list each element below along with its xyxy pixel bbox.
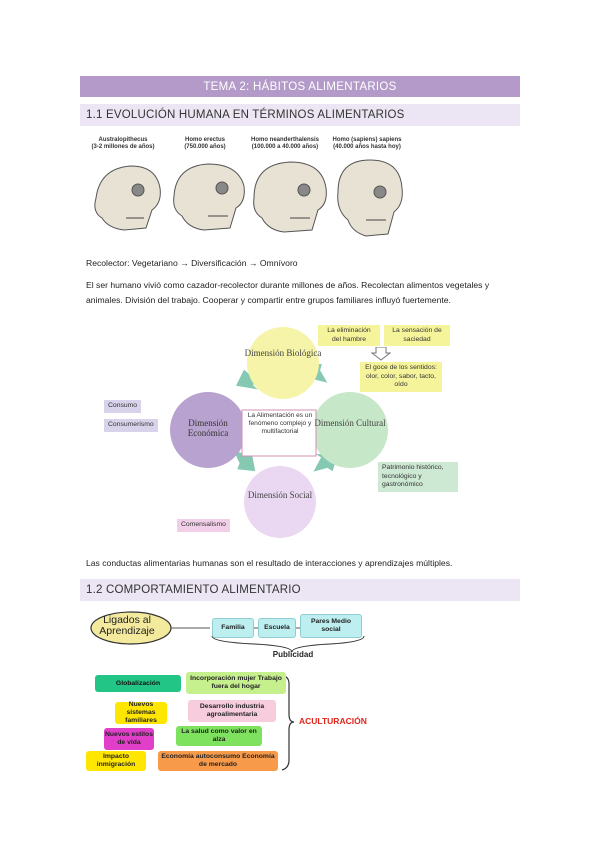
tag-patrimonio: Patrimonio histórico, tecnológico y gast… xyxy=(378,462,458,492)
section-2-heading: 1.2 COMPORTAMIENTO ALIMENTARIO xyxy=(80,579,520,601)
aculturacion-label: ACULTURACIÓN xyxy=(299,716,367,726)
skull-label-neanderthalensis: Homo neanderthalensis(100.000 a 40.000 a… xyxy=(250,137,319,150)
dim-social-label: Dimensión Social xyxy=(247,490,313,500)
box-escuela: Escuela xyxy=(258,618,296,638)
skull-label-australopithecus: Australopithecus(3-2 millones de años) xyxy=(91,137,155,150)
circle-economica xyxy=(170,392,246,468)
box-salud: La salud como valor en alza xyxy=(176,726,262,746)
evolution-paragraph: El ser humano vivió como cazador-recolec… xyxy=(86,280,490,305)
circle-social xyxy=(244,466,316,538)
tag-saciedad: La sensación de saciedad xyxy=(384,325,450,346)
tag-consumo: Consumo xyxy=(104,400,142,413)
conclusion-text: Las conductas alimentarias humanas son e… xyxy=(86,558,453,568)
tag-consumerismo: Consumerismo xyxy=(104,419,158,432)
skull-neanderthal-image xyxy=(253,161,327,233)
skull-label-sapiens: Homo (sapiens) sapiens(40.000 años hasta… xyxy=(332,137,402,150)
box-nuevos-sistemas: Nuevos sistemas familiares xyxy=(115,701,167,724)
aculturacion-brace xyxy=(281,675,295,771)
box-globalizacion: Globalización xyxy=(95,675,181,692)
box-desarrollo: Desarrollo industria agroalimentaria xyxy=(188,700,276,722)
topic-title: TEMA 2: HÁBITOS ALIMENTARIOS xyxy=(80,76,520,97)
down-arrow-icon xyxy=(370,346,392,361)
skull-label-homo-erectus: Homo erectus(750.000 años) xyxy=(184,137,226,150)
box-incorporacion: Incorporación mujer Trabajo fuera del ho… xyxy=(186,672,286,694)
publicidad-label: Publicidad xyxy=(272,650,314,659)
tag-hambre: La eliminación del hambre xyxy=(318,325,380,346)
behavior-diagram xyxy=(90,611,365,771)
tag-comensalismo: Comensalismo xyxy=(177,519,230,532)
box-impacto: Impacto inmigración xyxy=(86,751,146,771)
skull-australopithecus-image xyxy=(94,165,161,231)
center-box xyxy=(241,409,317,457)
box-economia: Economía autoconsumo Economía de mercado xyxy=(158,751,278,771)
box-pares: Pares Medio social xyxy=(300,614,362,638)
box-nuevos-estilos: Nuevos estilos de vida xyxy=(104,728,154,750)
ligados-label: Ligados al Aprendizaje xyxy=(99,614,155,637)
circle-cultural xyxy=(312,392,388,468)
skull-erectus-image xyxy=(173,163,245,231)
section-1-heading: 1.1 EVOLUCIÓN HUMANA EN TÉRMINOS ALIMENT… xyxy=(80,104,520,126)
center-box-text: La Alimentación es un fenómeno complejo … xyxy=(247,412,313,435)
skulls-illustration xyxy=(94,159,403,237)
dim-economica-label: Dimensión Económica xyxy=(187,418,229,438)
circle-biologica xyxy=(247,327,319,399)
box-familia: Familia xyxy=(212,618,254,638)
dimensions-diagram xyxy=(170,327,388,538)
tag-goce: El goce de los sentidos: olor, color, sa… xyxy=(360,362,442,392)
dim-cultural-label: Dimensión Cultural xyxy=(314,418,386,428)
recolector-line: Recolector: Vegetariano → Diversificació… xyxy=(86,258,298,268)
skull-sapiens-image xyxy=(337,159,403,237)
dim-biologica-label: Dimensión Biológica xyxy=(244,348,322,358)
